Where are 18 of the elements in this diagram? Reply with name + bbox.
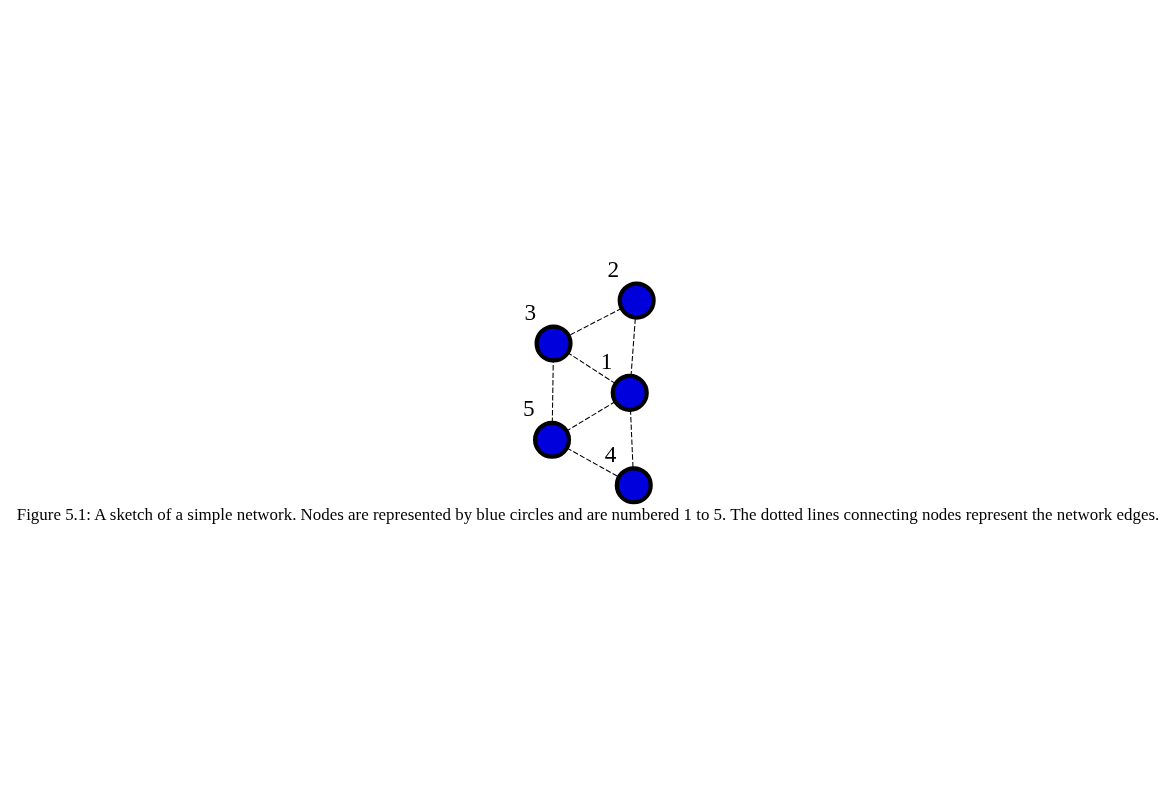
connector: [551, 359, 554, 423]
node-circle: [614, 465, 653, 504]
caption: Figure 5.1: A sketch of a simple network. Nodes are represented by blue circles and are numbered 1 to 5. The dotted lines connecting nodes represent the network edges.: [16, 504, 1160, 524]
connector: [566, 400, 616, 431]
node-label: 4: [604, 440, 617, 467]
node-label: 3: [524, 298, 537, 325]
node-circle: [610, 373, 649, 412]
connector: [566, 447, 620, 478]
node-circle: [533, 420, 572, 459]
node-label: 1: [600, 347, 613, 374]
connector: [629, 408, 634, 469]
connector: [568, 307, 622, 336]
node-circle: [617, 281, 656, 320]
node-label: 2: [607, 255, 620, 282]
connector: [630, 316, 636, 376]
node-circle: [534, 324, 573, 363]
node-label: 5: [522, 394, 535, 421]
connector: [567, 351, 616, 384]
